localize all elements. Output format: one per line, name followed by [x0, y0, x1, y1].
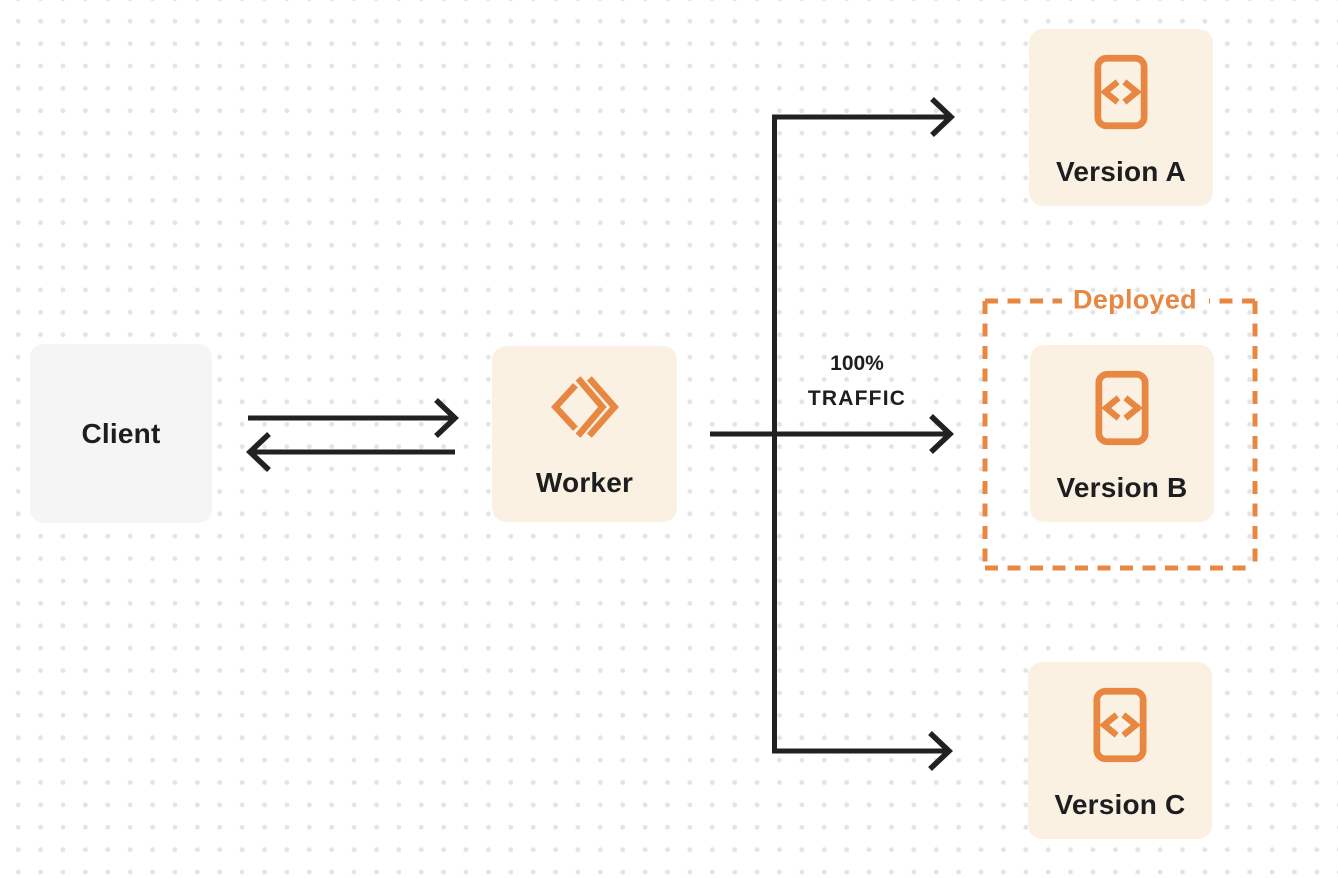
- traffic-percentage: 100%: [830, 352, 884, 375]
- version-c-node: Version C: [1028, 662, 1212, 839]
- version-c-label: Version C: [1054, 789, 1186, 820]
- worker-node: Worker: [492, 346, 677, 522]
- client-node: Client: [30, 344, 212, 523]
- version-a-label: Version A: [1056, 156, 1186, 187]
- traffic-word: TRAFFIC: [807, 387, 907, 410]
- client-to-worker-arrowhead-icon: [434, 398, 459, 438]
- client-label: Client: [81, 417, 161, 449]
- code-file-icon: [1095, 370, 1149, 446]
- traffic-annotation: 100% TRAFFIC: [808, 346, 906, 416]
- version-b-node: Version B: [1030, 345, 1214, 522]
- deployed-boundary: [982, 298, 1258, 571]
- version-a-node: Version A: [1029, 29, 1213, 206]
- worker-label: Worker: [535, 467, 634, 498]
- deployed-label: Deployed: [1073, 284, 1197, 315]
- split-to-version-a-arrowhead-icon: [930, 97, 955, 137]
- worker-to-version-b-arrowhead-icon: [929, 414, 954, 454]
- worker-to-client-arrowhead-icon: [246, 432, 271, 472]
- split-to-version-c-arrowhead-icon: [928, 731, 953, 771]
- workers-logo-icon: [550, 376, 619, 438]
- code-file-icon: [1093, 687, 1147, 763]
- code-file-icon: [1094, 54, 1148, 130]
- version-b-label: Version B: [1056, 472, 1188, 503]
